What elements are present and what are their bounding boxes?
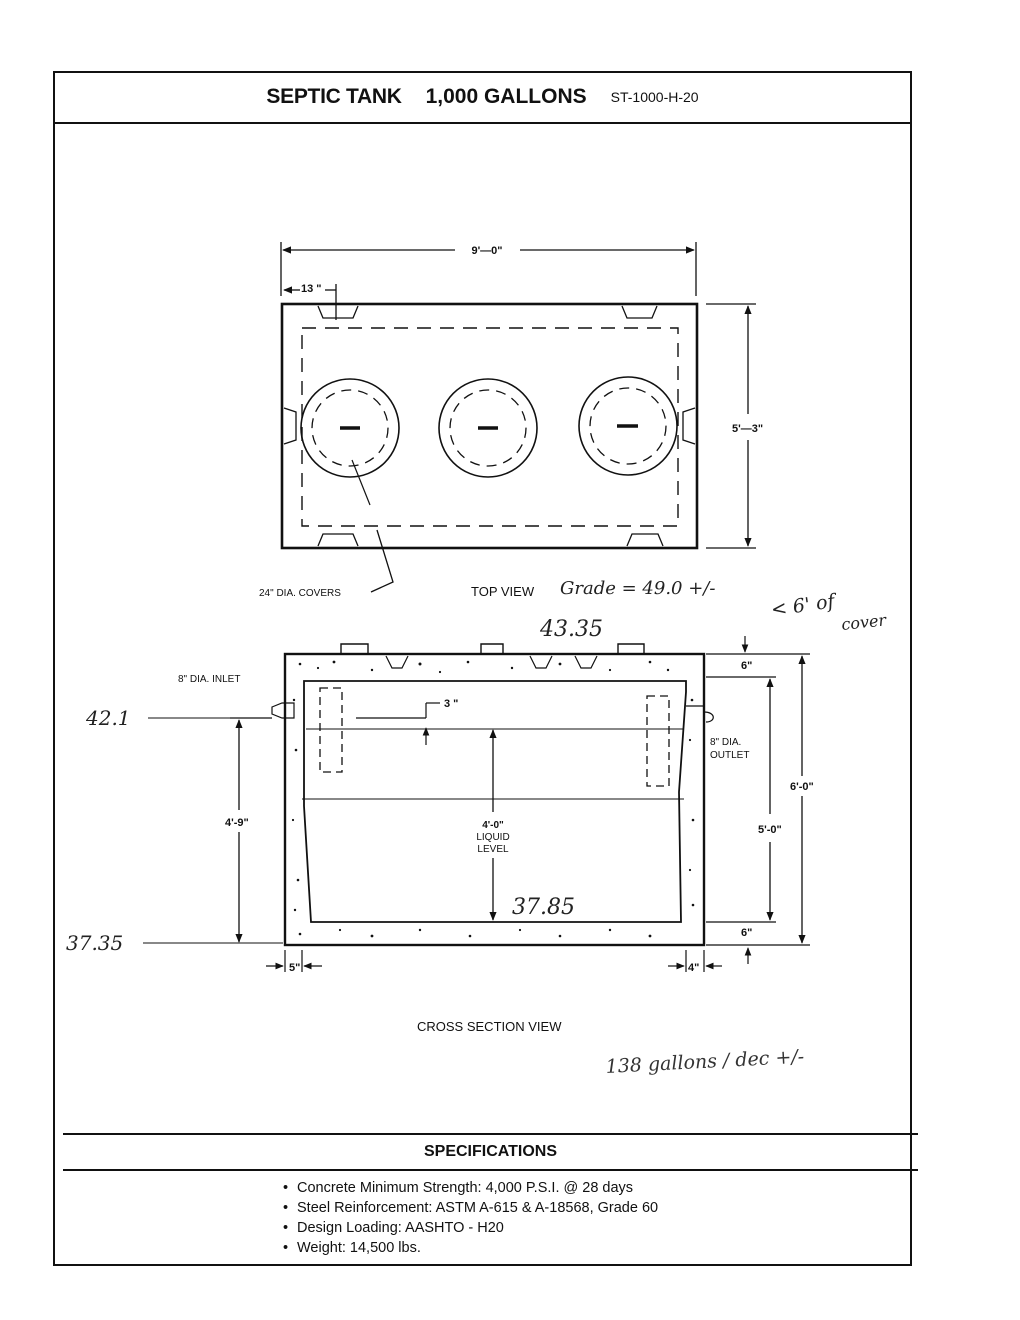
dim-top-slab: 6" <box>741 660 752 672</box>
dim-drop: 3 " <box>444 698 458 710</box>
dim-bottom-slab: 6" <box>741 927 752 939</box>
inlet-elevation: 42.1 <box>85 706 131 730</box>
model-code: ST-1000-H-20 <box>610 88 699 105</box>
dim-length: 9'—0" <box>471 245 502 257</box>
dim-offset: 13 " <box>301 283 322 295</box>
liquid-label-1: LIQUID <box>476 832 509 843</box>
cover-note-2: cover <box>840 610 888 634</box>
spec-item: Concrete Minimum Strength: 4,000 P.S.I. … <box>283 1178 658 1198</box>
gallons-note: 138 gallons / dec +/- <box>605 1046 805 1078</box>
dim-left-wall: 5" <box>289 962 300 974</box>
spec-item: Weight: 14,500 lbs. <box>283 1238 658 1258</box>
bottom-elevation: 37.35 <box>66 931 123 955</box>
title-capacity: 1,000 GALLONS <box>425 84 587 108</box>
liquid-elevation: 37.85 <box>512 895 575 920</box>
dim-right-wall: 4" <box>688 962 699 974</box>
drawing-sheet <box>53 71 912 1266</box>
dim-width: 5'—3" <box>732 423 763 435</box>
specifications-list: Concrete Minimum Strength: 4,000 P.S.I. … <box>283 1178 658 1258</box>
covers-label: 24" DIA. COVERS <box>259 588 341 599</box>
dim-inlet-height: 4'-9" <box>225 817 249 829</box>
cross-section-caption: CROSS SECTION VIEW <box>417 1019 562 1034</box>
top-view-caption: TOP VIEW <box>471 584 535 599</box>
top-elevation: 43.35 <box>539 617 603 642</box>
liquid-label-2: LEVEL <box>477 844 509 855</box>
liquid-value: 4'-0" <box>482 820 504 831</box>
top-view <box>280 242 756 593</box>
outlet-label-1: 8" DIA. <box>710 737 741 748</box>
spec-item: Steel Reinforcement: ASTM A-615 & A-1856… <box>283 1198 658 1218</box>
grade-note: Grade = 49.0 +/- <box>560 578 715 599</box>
spec-item: Design Loading: AASHTO - H20 <box>283 1218 658 1238</box>
outlet-label-2: OUTLET <box>710 750 749 761</box>
specifications-heading: SPECIFICATIONS <box>63 1133 918 1171</box>
dim-total-height: 6'-0" <box>790 781 814 793</box>
title-tank: SEPTIC TANK <box>266 84 402 108</box>
cover-note: < 6' of <box>770 590 839 621</box>
cross-section <box>143 636 810 972</box>
inlet-label: 8" DIA. INLET <box>178 674 240 685</box>
title-bar: SEPTIC TANK 1,000 GALLONS ST-1000-H-20 <box>53 71 912 124</box>
dim-inner-height: 5'-0" <box>758 824 782 836</box>
